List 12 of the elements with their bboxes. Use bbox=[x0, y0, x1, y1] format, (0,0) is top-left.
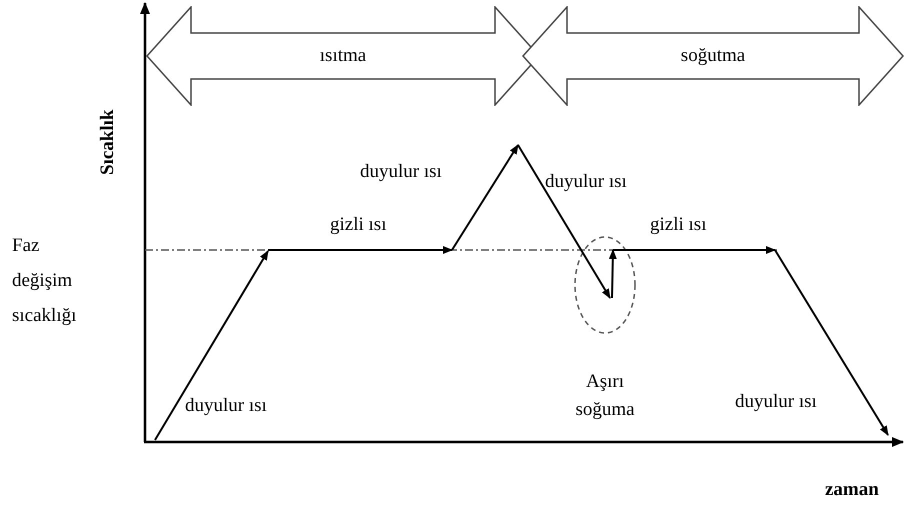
curve-label: gizli ısı bbox=[650, 213, 706, 237]
curve-label: duyulur ısı bbox=[545, 170, 627, 194]
curve-label: duyulur ısı bbox=[735, 390, 817, 414]
axis-title: zaman bbox=[825, 478, 879, 502]
phase-label: soğutma bbox=[680, 45, 746, 67]
axis-label: Faz değişim sıcaklığı bbox=[12, 234, 78, 328]
curve-label: duyulur ısı bbox=[360, 160, 442, 184]
curve-label: duyulur ısı bbox=[185, 394, 267, 418]
phase-label: ısıtma bbox=[320, 45, 366, 67]
axis-title: Sıcaklık bbox=[96, 110, 119, 175]
curve-label: Aşırı soğuma bbox=[574, 370, 636, 422]
curve-label: gizli ısı bbox=[330, 213, 386, 237]
